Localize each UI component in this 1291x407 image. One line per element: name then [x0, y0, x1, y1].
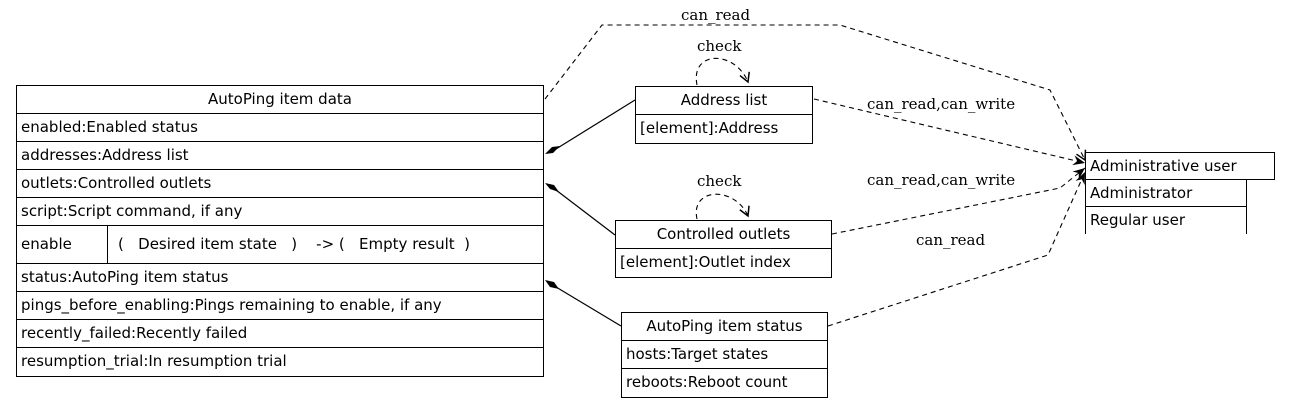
table-title: Administrative user	[1085, 152, 1275, 180]
table-row: resumption_trial:In resumption trial	[21, 352, 287, 370]
address-list-table: Address list [element]:Address	[635, 86, 813, 144]
edge-label-check-outlets: check	[697, 172, 742, 190]
diamond-status	[545, 280, 559, 289]
table-row: [element]:Outlet index	[620, 253, 791, 271]
self-loop-controlled-outlets	[695, 193, 750, 220]
diamond-outlets	[545, 183, 559, 192]
table-row: recently_failed:Recently failed	[17, 320, 543, 348]
method-row: enable ( Desired item state ) -> ( Empty…	[17, 226, 543, 264]
table-row: Regular user	[1085, 206, 1247, 234]
method-name: enable	[17, 226, 108, 263]
self-loop-address-list	[695, 57, 750, 86]
diamond-addresses	[545, 146, 560, 154]
edge-can-read-top	[544, 24, 1087, 162]
administrative-user-table: Administrative user Administrator Regula…	[1085, 152, 1275, 234]
table-row: status:AutoPing item status	[17, 264, 543, 292]
table-row: enabled:Enabled status	[17, 114, 543, 142]
table-row: [element]:Address	[640, 119, 779, 137]
edge-outlets-to-controlled-outlets	[555, 189, 616, 236]
edge-label-can-read-top: can_read	[681, 6, 750, 24]
autoping-item-data-table: AutoPing item data enabled:Enabled statu…	[16, 85, 544, 377]
table-title: AutoPing item status	[622, 313, 827, 341]
table-row: reboots:Reboot count	[626, 373, 788, 391]
edge-addresses-to-address-list	[555, 99, 636, 150]
autoping-item-status-table: AutoPing item status hosts:Target states…	[621, 312, 828, 398]
edge-status-to-autoping-status	[555, 286, 622, 327]
table-title: AutoPing item data	[17, 86, 543, 114]
edge-label-address-rw: can_read,can_write	[867, 95, 1015, 113]
edge-label-outlets-rw: can_read,can_write	[867, 171, 1015, 189]
table-row: Administrator	[1085, 179, 1247, 207]
method-signature: ( Desired item state ) -> ( Empty result…	[118, 235, 471, 253]
edge-address-rw	[813, 98, 1086, 166]
table-row: script:Script command, if any	[17, 198, 543, 226]
table-row: pings_before_enabling:Pings remaining to…	[17, 292, 543, 320]
table-row: addresses:Address list	[17, 142, 543, 170]
edge-label-status-read: can_read	[916, 231, 985, 249]
edge-status-read	[827, 171, 1086, 327]
table-row: outlets:Controlled outlets	[17, 170, 543, 198]
edge-label-check-address: check	[697, 37, 742, 55]
table-title: Controlled outlets	[616, 221, 831, 249]
table-row: hosts:Target states	[622, 341, 827, 369]
controlled-outlets-table: Controlled outlets [element]:Outlet inde…	[615, 220, 832, 278]
table-title: Address list	[636, 87, 812, 115]
